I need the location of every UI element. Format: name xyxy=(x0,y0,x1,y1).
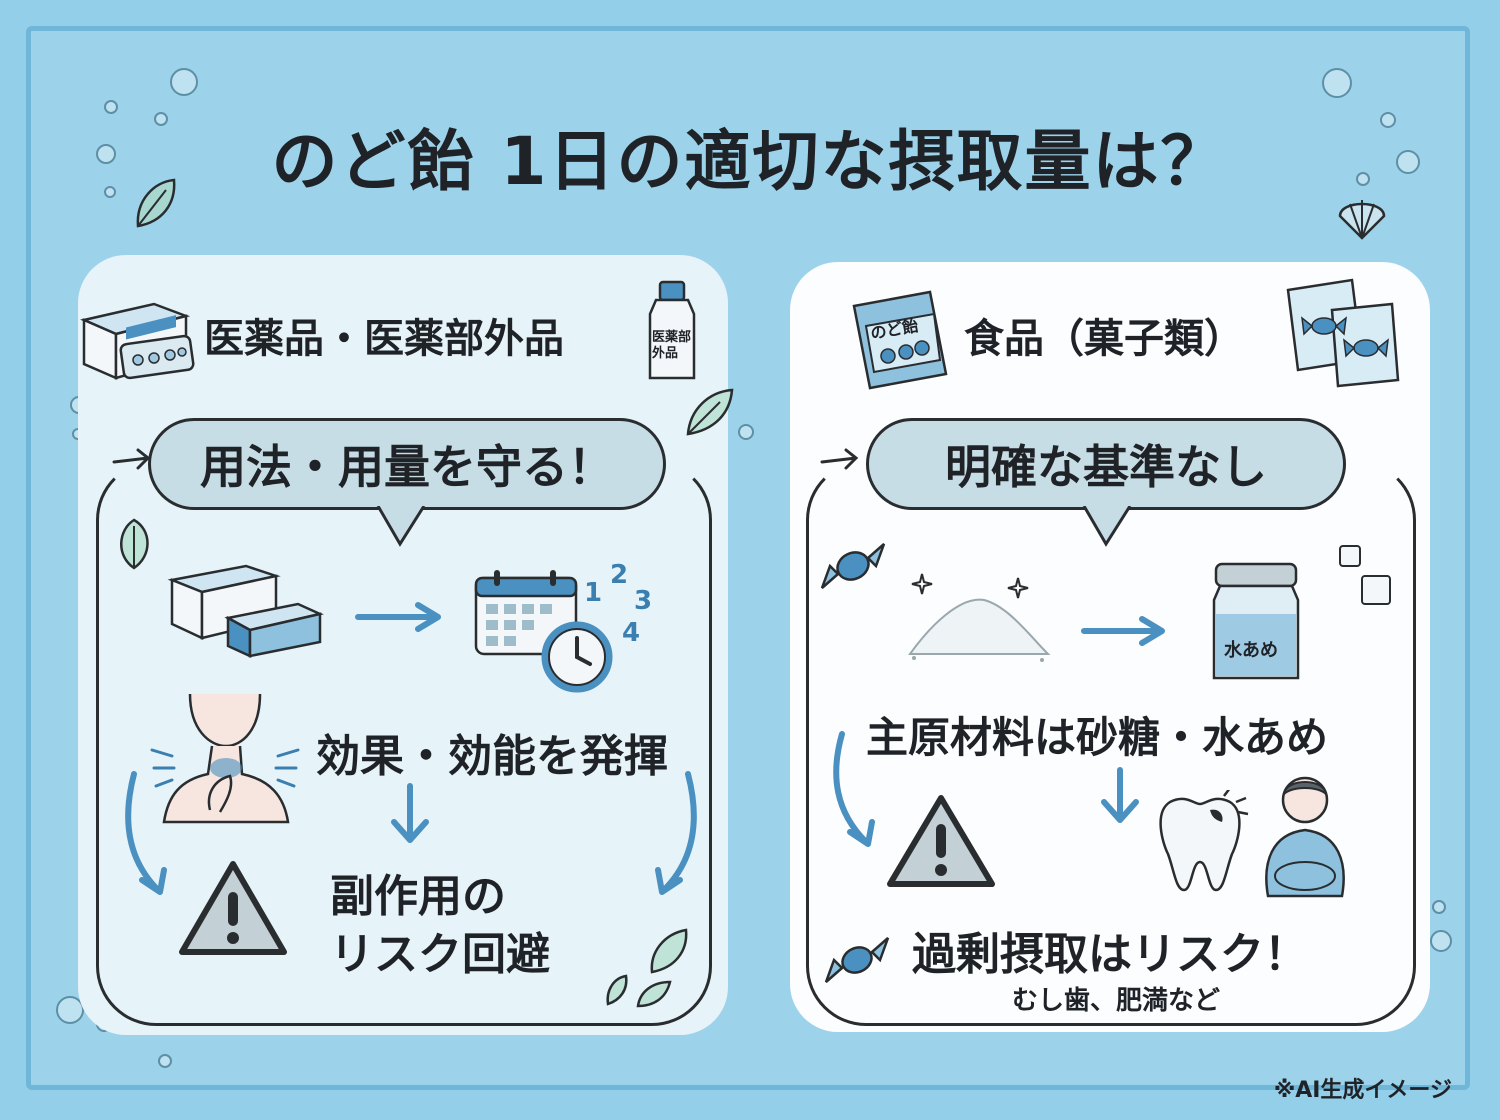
pharma-effect-text: 効果・効能を発揮 xyxy=(316,731,668,782)
pharma-category-title: 医薬品・医薬部外品 xyxy=(204,316,564,362)
candy-pack-icon xyxy=(1286,278,1400,388)
syrup-jar-label: 水あめ xyxy=(1224,640,1278,661)
pharma-speech-bubble: 用法・用量を守る！ xyxy=(148,418,666,510)
arrow-icon xyxy=(820,448,859,470)
bottle-icon xyxy=(648,280,696,380)
leaf-icon xyxy=(136,178,176,228)
clock-icon xyxy=(541,621,613,693)
tooth-icon xyxy=(1159,790,1249,892)
arrow-icon xyxy=(1081,616,1165,646)
pharma-risk-line2: リスク回避 xyxy=(330,929,550,980)
pill-blister-icon xyxy=(119,334,195,380)
ai-generated-note: ※AI生成イメージ xyxy=(1273,1078,1452,1103)
pharma-panel xyxy=(78,255,728,1035)
food-category-title: 食品（菓子類） xyxy=(964,316,1244,362)
leaf-icon xyxy=(606,928,688,1008)
overweight-person-icon xyxy=(1265,776,1345,898)
page-title: のど飴 1日の適切な摂取量は？ xyxy=(271,123,1229,200)
arrow-icon xyxy=(655,771,697,895)
bubble-decoration xyxy=(1356,172,1370,186)
calendar-number: 4 xyxy=(622,618,641,648)
bubble-decoration xyxy=(1322,68,1352,98)
bubble-tail xyxy=(1082,506,1132,547)
throat-person-icon xyxy=(150,693,300,824)
pharma-flow-loop xyxy=(96,460,712,1026)
syrup-jar-icon xyxy=(1212,562,1300,680)
arrow-icon xyxy=(1101,767,1139,823)
bubble-decoration xyxy=(104,100,118,114)
bubble-decoration xyxy=(104,186,116,198)
calendar-number: 3 xyxy=(634,586,653,616)
candy-pack-icon xyxy=(852,290,948,390)
leaf-icon xyxy=(120,518,149,570)
food-ingredients-text: 主原材料は砂糖・水あめ xyxy=(866,713,1329,762)
bubble-decoration xyxy=(170,68,198,96)
food-speech-bubble: 明確な基準なし xyxy=(866,418,1346,510)
leaf-icon xyxy=(686,388,734,436)
arrow-icon xyxy=(833,731,875,847)
bubble-tail xyxy=(376,506,426,547)
food-panel xyxy=(790,262,1430,1032)
arrow-icon xyxy=(391,783,429,843)
medicine-box-icon xyxy=(167,564,324,658)
sugar-cube-icon xyxy=(1339,545,1391,605)
pharma-risk-line1: 副作用の xyxy=(330,871,506,922)
bubble-decoration xyxy=(738,424,754,440)
sugar-pile-icon xyxy=(908,573,1051,662)
food-risk-subtext: むし歯、肥満など xyxy=(1012,986,1221,1016)
warning-icon xyxy=(887,795,995,887)
food-flow-loop xyxy=(806,460,1416,1026)
bubble-decoration xyxy=(1380,112,1396,128)
arrow-icon xyxy=(355,602,441,632)
bottle-label: 医薬部外品 xyxy=(652,330,692,361)
calendar-number: 1 xyxy=(584,578,603,608)
bubble-decoration xyxy=(1396,150,1420,174)
bubble-decoration xyxy=(96,144,116,164)
warning-icon xyxy=(179,861,287,955)
bubble-decoration xyxy=(1432,900,1446,914)
arrow-icon xyxy=(125,771,167,895)
food-risk-text: 過剰摂取はリスク！ xyxy=(912,929,1308,980)
candy-icon xyxy=(824,937,890,983)
bubble-decoration xyxy=(154,112,168,126)
candy-icon xyxy=(820,543,886,589)
bubble-decoration xyxy=(158,1054,172,1068)
shell-icon xyxy=(1338,200,1386,240)
bubble-decoration xyxy=(1430,930,1452,952)
calendar-number: 2 xyxy=(610,560,629,590)
